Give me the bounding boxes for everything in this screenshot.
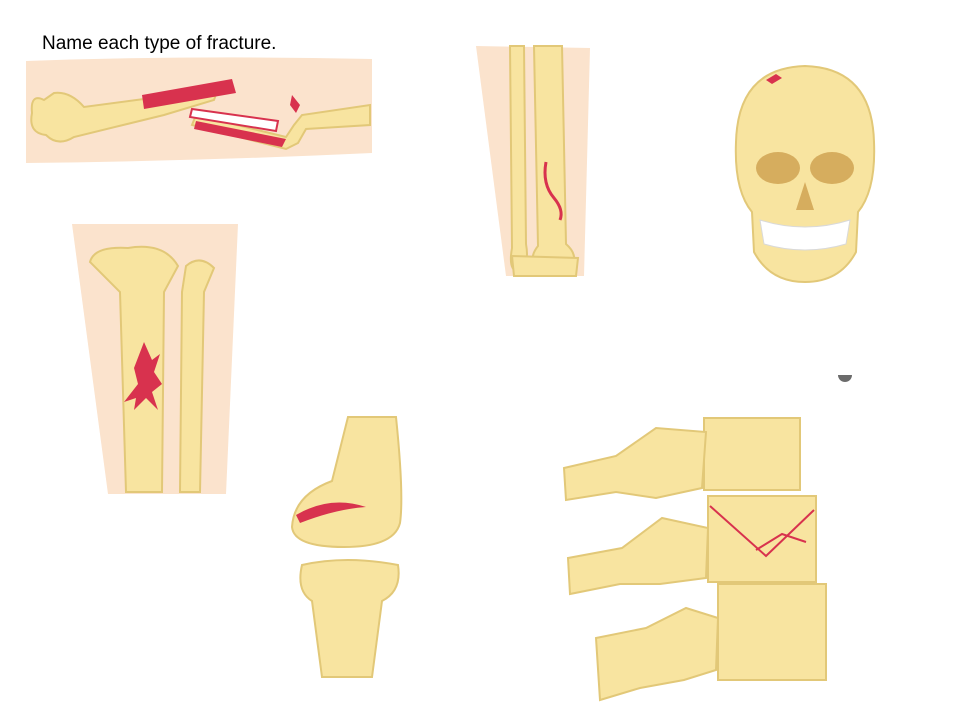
spinous-processes	[562, 426, 708, 502]
greenstick-fracture-illustration	[476, 45, 590, 277]
fracture-mark	[124, 342, 162, 410]
compression-fracture-illustration	[562, 417, 827, 702]
fracture-mark	[709, 505, 815, 558]
femur-bone	[290, 416, 403, 549]
fracture-mark	[766, 74, 782, 84]
vertebral-body-1	[703, 417, 801, 491]
right-eye-socket	[810, 152, 854, 184]
tibia-bone	[299, 559, 400, 678]
nasal-cavity	[796, 182, 814, 210]
left-eye-socket	[756, 152, 800, 184]
fibula-bone	[508, 45, 528, 274]
comminuted-fracture-illustration	[72, 224, 238, 494]
vertebral-body-3	[717, 583, 827, 681]
fracture-mark-1	[142, 79, 236, 109]
fibula-bone	[178, 259, 216, 493]
slide-title: Name each type of fracture.	[42, 33, 277, 54]
ankle-bone	[510, 254, 580, 277]
spinous-processes-3	[594, 606, 720, 702]
skull-fracture-illustration	[734, 64, 876, 284]
fracture-mark-3	[194, 121, 286, 147]
slide-artifact	[838, 375, 852, 382]
skin-sleeve	[476, 46, 590, 276]
epiphyseal-fracture-illustration	[290, 416, 403, 678]
teeth-row	[759, 219, 851, 251]
open-fracture-illustration	[26, 57, 372, 163]
tibia-bone	[88, 245, 180, 493]
fracture-mark	[543, 161, 563, 221]
fracture-mark-4	[290, 95, 300, 113]
spinous-processes-2	[566, 516, 710, 596]
fracture-mark-2	[188, 107, 280, 133]
fracture-mark	[296, 502, 366, 523]
